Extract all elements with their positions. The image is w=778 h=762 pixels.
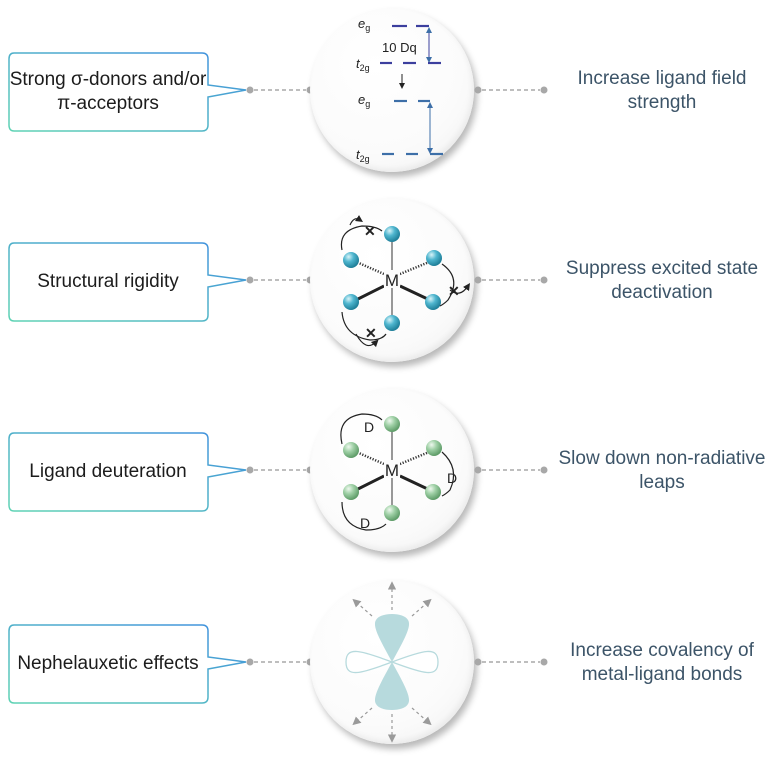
ligand-atom [384, 226, 400, 242]
effect-label: Increase ligand field strength [577, 68, 747, 113]
blocked-icon: ✕ [365, 325, 377, 341]
octahedral-complex-rigid: M ✕ ✕ ✕ [310, 198, 474, 362]
strategy-callout: Strong σ-donors and/or π-acceptors [8, 52, 254, 132]
ligand-atom [425, 294, 441, 310]
ligand-atom [425, 484, 441, 500]
connector-left [246, 658, 314, 666]
ligand-atom [343, 252, 359, 268]
ligand-atom [426, 440, 442, 456]
blocked-icon: ✕ [364, 223, 376, 239]
ligand-atom [384, 416, 400, 432]
rotation-arc [340, 225, 383, 251]
effect-label: Increase covalency of metal-ligand bonds [570, 640, 754, 685]
connector-right [474, 276, 548, 284]
strategy-label: Nephelauxetic effects [17, 653, 199, 674]
chelate-arc [341, 501, 387, 531]
splitting-label: 10 Dq [382, 40, 417, 55]
strategy-label: Strong σ-donors and/or π-acceptors [9, 69, 207, 114]
t2g-label-lower: t2g [356, 147, 370, 164]
strategy-callout: Nephelauxetic effects [8, 624, 254, 704]
octahedral-complex-deuterated: M D D D [310, 388, 474, 552]
ligand-atom [343, 484, 359, 500]
deuterium-label: D [364, 419, 374, 435]
expansion-arrows [352, 581, 432, 743]
callout-border [8, 52, 247, 132]
row-nephelauxetic: Nephelauxetic effects Increase covalency… [0, 572, 778, 762]
connector-right [474, 466, 548, 474]
rotation-arc [439, 263, 455, 307]
strategy-callout: Ligand deuteration [8, 432, 254, 512]
row-ligand-field: Strong σ-donors and/or π-acceptors eg 10… [0, 0, 778, 190]
eg-label-upper: eg [358, 16, 370, 33]
metal-label: M [385, 461, 399, 480]
connector-right [474, 86, 548, 94]
ligand-atom [384, 505, 400, 521]
connector-left [246, 86, 314, 94]
orbital-lobe-bottom [374, 662, 410, 710]
d-orbital-expansion [310, 580, 474, 744]
chelate-arc [441, 451, 455, 497]
orbital-lobe-top [374, 614, 410, 662]
connector-left [246, 466, 314, 474]
deuterium-label: D [447, 470, 457, 486]
eg-label-lower: eg [358, 92, 370, 109]
deuterium-label: D [360, 515, 370, 531]
callout-border [8, 432, 247, 512]
effect-label: Slow down non-radiative leaps [558, 448, 766, 493]
row-structural-rigidity: Structural rigidity M ✕ ✕ ✕ [0, 190, 778, 380]
ligand-atom [426, 250, 442, 266]
callout-border [8, 242, 247, 322]
strategy-label: Structural rigidity [37, 271, 179, 292]
effect-label: Suppress excited state deactivation [565, 258, 759, 303]
t2g-label-upper: t2g [356, 56, 370, 73]
connector-left [246, 276, 314, 284]
ligand-atom [384, 315, 400, 331]
ligand-atom [343, 294, 359, 310]
ligand-atom [343, 442, 359, 458]
strategy-label: Ligand deuteration [29, 461, 187, 482]
callout-border [8, 624, 247, 704]
row-ligand-deuteration: Ligand deuteration M D D D S [0, 380, 778, 570]
metal-label: M [385, 271, 399, 290]
connector-right [474, 658, 548, 666]
blocked-icon: ✕ [448, 283, 460, 299]
chelate-arc [340, 413, 383, 445]
ligand-field-splitting-diagram: eg 10 Dq t2g eg t2g [310, 8, 474, 172]
strategy-callout: Structural rigidity [8, 242, 254, 322]
rotation-arc [341, 311, 387, 341]
